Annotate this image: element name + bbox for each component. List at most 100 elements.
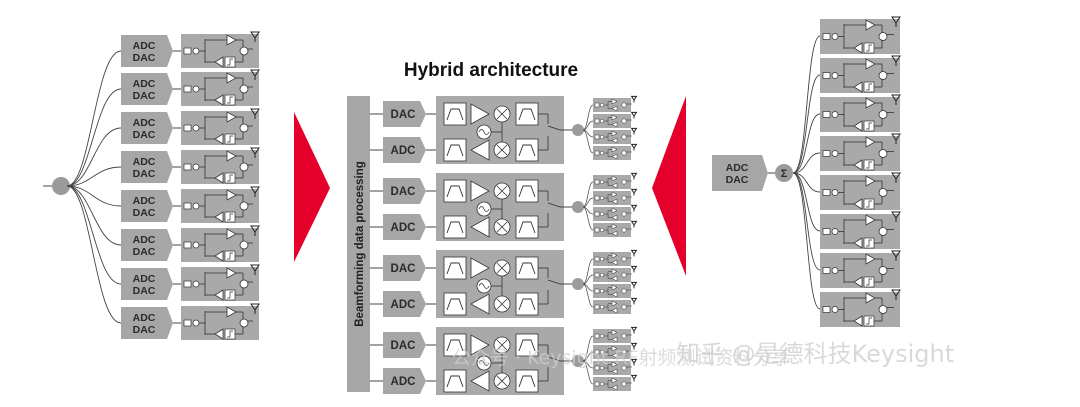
attenuator-icon: [594, 365, 600, 371]
phase-shifter-icon: [831, 33, 839, 40]
dac-block: [383, 101, 426, 127]
antenna-icon: [630, 220, 638, 228]
circulator-icon: [239, 279, 249, 289]
attenuator-icon: [183, 85, 192, 93]
attenuator-icon: [822, 33, 831, 40]
amplifier-icon: [611, 230, 618, 237]
circulator-icon: [239, 201, 249, 211]
dac-block-label: DAC: [391, 109, 416, 121]
antenna-icon: [630, 342, 638, 350]
attenuator-icon: [183, 47, 192, 55]
circulator-icon: [621, 256, 627, 262]
antenna-icon: [630, 204, 638, 212]
summer-symbol: Σ: [781, 168, 788, 180]
antenna-icon: [891, 250, 901, 261]
amplifier-icon: [853, 276, 863, 288]
amplifier-icon: [226, 189, 237, 201]
antenna-icon: [250, 69, 260, 80]
attenuator-icon: [822, 150, 831, 157]
fanout-line: [792, 113, 821, 174]
filter-icon: [443, 292, 467, 316]
circulator-icon: [621, 179, 627, 185]
filter-icon: [515, 256, 539, 280]
antenna-icon: [630, 172, 638, 180]
attenuator-icon: [183, 202, 192, 210]
attenuator-icon: [594, 179, 600, 185]
phase-shifter-icon: [831, 150, 839, 157]
amplifier-icon: [470, 370, 490, 392]
antenna-icon: [250, 108, 260, 119]
phase-shifter-icon: [192, 202, 200, 210]
adc-block: [383, 368, 426, 394]
phase-shifter-icon: [192, 319, 200, 327]
attenuator-icon: [594, 256, 600, 262]
circulator-icon: [621, 333, 627, 339]
attenuator-icon: [183, 280, 192, 288]
amplifier-icon: [226, 72, 237, 84]
connector-line: [547, 202, 561, 208]
amplifier-icon: [214, 289, 224, 301]
fanout-line: [582, 197, 594, 208]
phase-shifter-icon: [599, 381, 605, 387]
antenna-icon: [891, 172, 901, 183]
phase-shifter-icon: [831, 306, 839, 313]
amplifier-icon: [853, 315, 863, 327]
antenna-icon: [250, 147, 260, 158]
phase-shifter-icon: [599, 150, 605, 156]
phase-shifter-icon: [831, 228, 839, 235]
trx-module: [181, 69, 260, 106]
mini-trx-module: [593, 95, 638, 112]
amplifier-icon: [853, 159, 863, 171]
antenna-icon: [250, 186, 260, 197]
watermark-zhihu: 知乎 @是德科技Keysight: [676, 340, 954, 368]
amplifier-icon: [865, 253, 876, 265]
attenuator-icon: [822, 228, 831, 235]
filter-icon: [515, 138, 539, 162]
attenuator-icon: [594, 118, 600, 124]
phase-shifter-icon: [599, 134, 605, 140]
filter-icon: [515, 102, 539, 126]
attenuator-icon: [183, 124, 192, 132]
phase-shifter-icon: [599, 211, 605, 217]
amplifier-icon: [470, 139, 490, 161]
circulator-icon: [878, 305, 888, 314]
fanout-line: [582, 129, 594, 154]
circulator-icon: [239, 46, 249, 56]
dac-block: [383, 178, 426, 204]
adc-block: [383, 291, 426, 317]
mini-trx-module: [593, 358, 638, 375]
circulator-icon: [621, 118, 627, 124]
dac-label: DAC: [133, 324, 156, 336]
attenuator-icon: [822, 111, 831, 118]
amplifier-icon: [226, 34, 237, 46]
connector-line: [547, 279, 561, 285]
adc-label: ADC: [133, 273, 156, 285]
dac-label: DAC: [133, 90, 156, 102]
circulator-icon: [878, 110, 888, 119]
amplifier-icon: [853, 81, 863, 93]
fanout-line: [66, 88, 122, 187]
filter-icon: [443, 256, 467, 280]
amplifier-icon: [865, 292, 876, 304]
fanout-line: [66, 185, 122, 246]
attenuator-icon: [594, 134, 600, 140]
amplifier-icon: [611, 121, 618, 128]
mini-trx-module: [593, 281, 638, 298]
amplifier-icon: [214, 172, 224, 184]
trx-module: [820, 172, 901, 210]
attenuator-icon: [822, 189, 831, 196]
mini-trx-module: [593, 127, 638, 144]
dac-label: DAC: [133, 129, 156, 141]
attenuator-icon: [594, 150, 600, 156]
dac-label: DAC: [133, 52, 156, 64]
attenuator-icon: [594, 288, 600, 294]
phase-shifter-icon: [599, 333, 605, 339]
amplifier-icon: [611, 105, 618, 112]
splitter-icon: [43, 177, 70, 195]
